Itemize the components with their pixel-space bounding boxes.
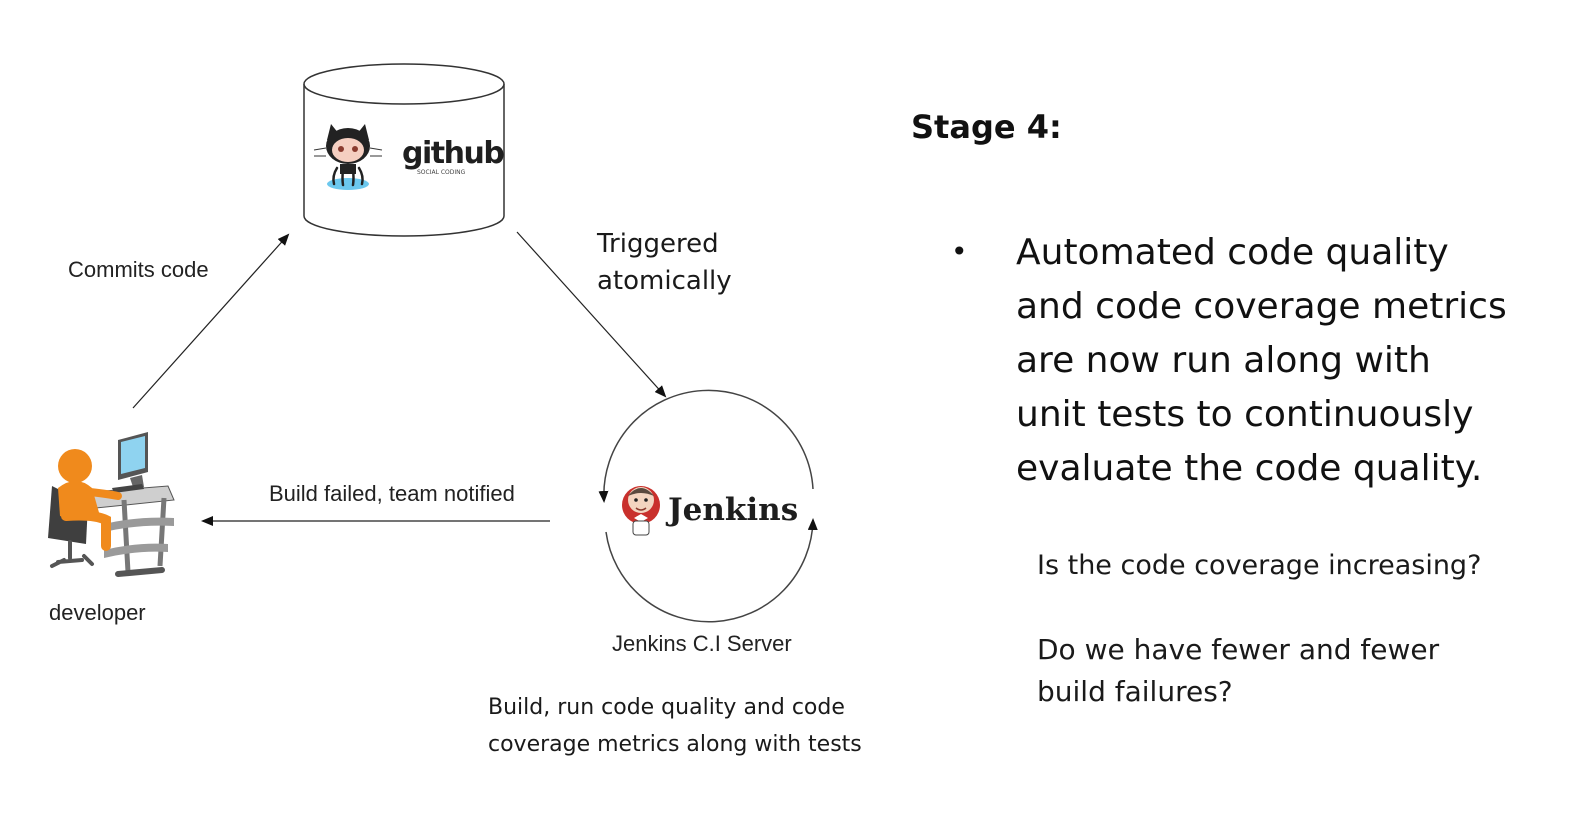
jenkins-note-line-2: coverage metrics along with tests bbox=[488, 732, 862, 757]
bullet-line-5: evaluate the code quality. bbox=[1016, 448, 1483, 489]
trigger-arrow bbox=[516, 231, 667, 398]
jenkins-butler-icon bbox=[622, 486, 660, 536]
question-build-failures-line-1: Do we have fewer and fewer bbox=[1037, 633, 1440, 666]
bullet-line-2: and code coverage metrics bbox=[1016, 286, 1507, 327]
feedback-label: Build failed, team notified bbox=[269, 481, 515, 506]
jenkins-note-line-1: Build, run code quality and code bbox=[488, 695, 845, 720]
jenkins-wordmark: Jenkins bbox=[668, 492, 799, 528]
trigger-label-line-1: Triggered bbox=[597, 229, 719, 259]
trigger-label: Triggered atomically bbox=[597, 226, 732, 300]
stage-title: Stage 4: bbox=[911, 108, 1062, 146]
octocat-icon bbox=[313, 124, 383, 190]
question-coverage: Is the code coverage increasing? bbox=[1037, 550, 1482, 581]
developer-caption: developer bbox=[49, 600, 146, 625]
github-wordmark-sub: SOCIAL CODING bbox=[417, 169, 466, 176]
jenkins-caption: Jenkins C.I Server bbox=[612, 631, 792, 656]
commit-arrow bbox=[132, 233, 290, 409]
bullet-line-4: unit tests to continuously bbox=[1016, 394, 1474, 435]
github-repo-cylinder bbox=[303, 63, 505, 237]
bullet-line-3: are now run along with bbox=[1016, 340, 1431, 381]
bullet-marker: • bbox=[951, 235, 968, 268]
bullet-line-1: Automated code quality bbox=[1016, 232, 1449, 273]
jenkins-note: Build, run code quality and code coverag… bbox=[488, 689, 862, 763]
trigger-label-line-2: atomically bbox=[597, 266, 732, 296]
developer-icon bbox=[48, 432, 175, 577]
question-build-failures-line-2: build failures? bbox=[1037, 675, 1233, 708]
commit-label: Commits code bbox=[68, 257, 209, 282]
bullet-text: Automated code quality and code coverage… bbox=[1016, 226, 1507, 496]
github-wordmark: github bbox=[402, 136, 505, 171]
question-build-failures: Do we have fewer and fewer build failure… bbox=[1037, 629, 1439, 713]
jenkins-ci-loop bbox=[598, 389, 818, 623]
